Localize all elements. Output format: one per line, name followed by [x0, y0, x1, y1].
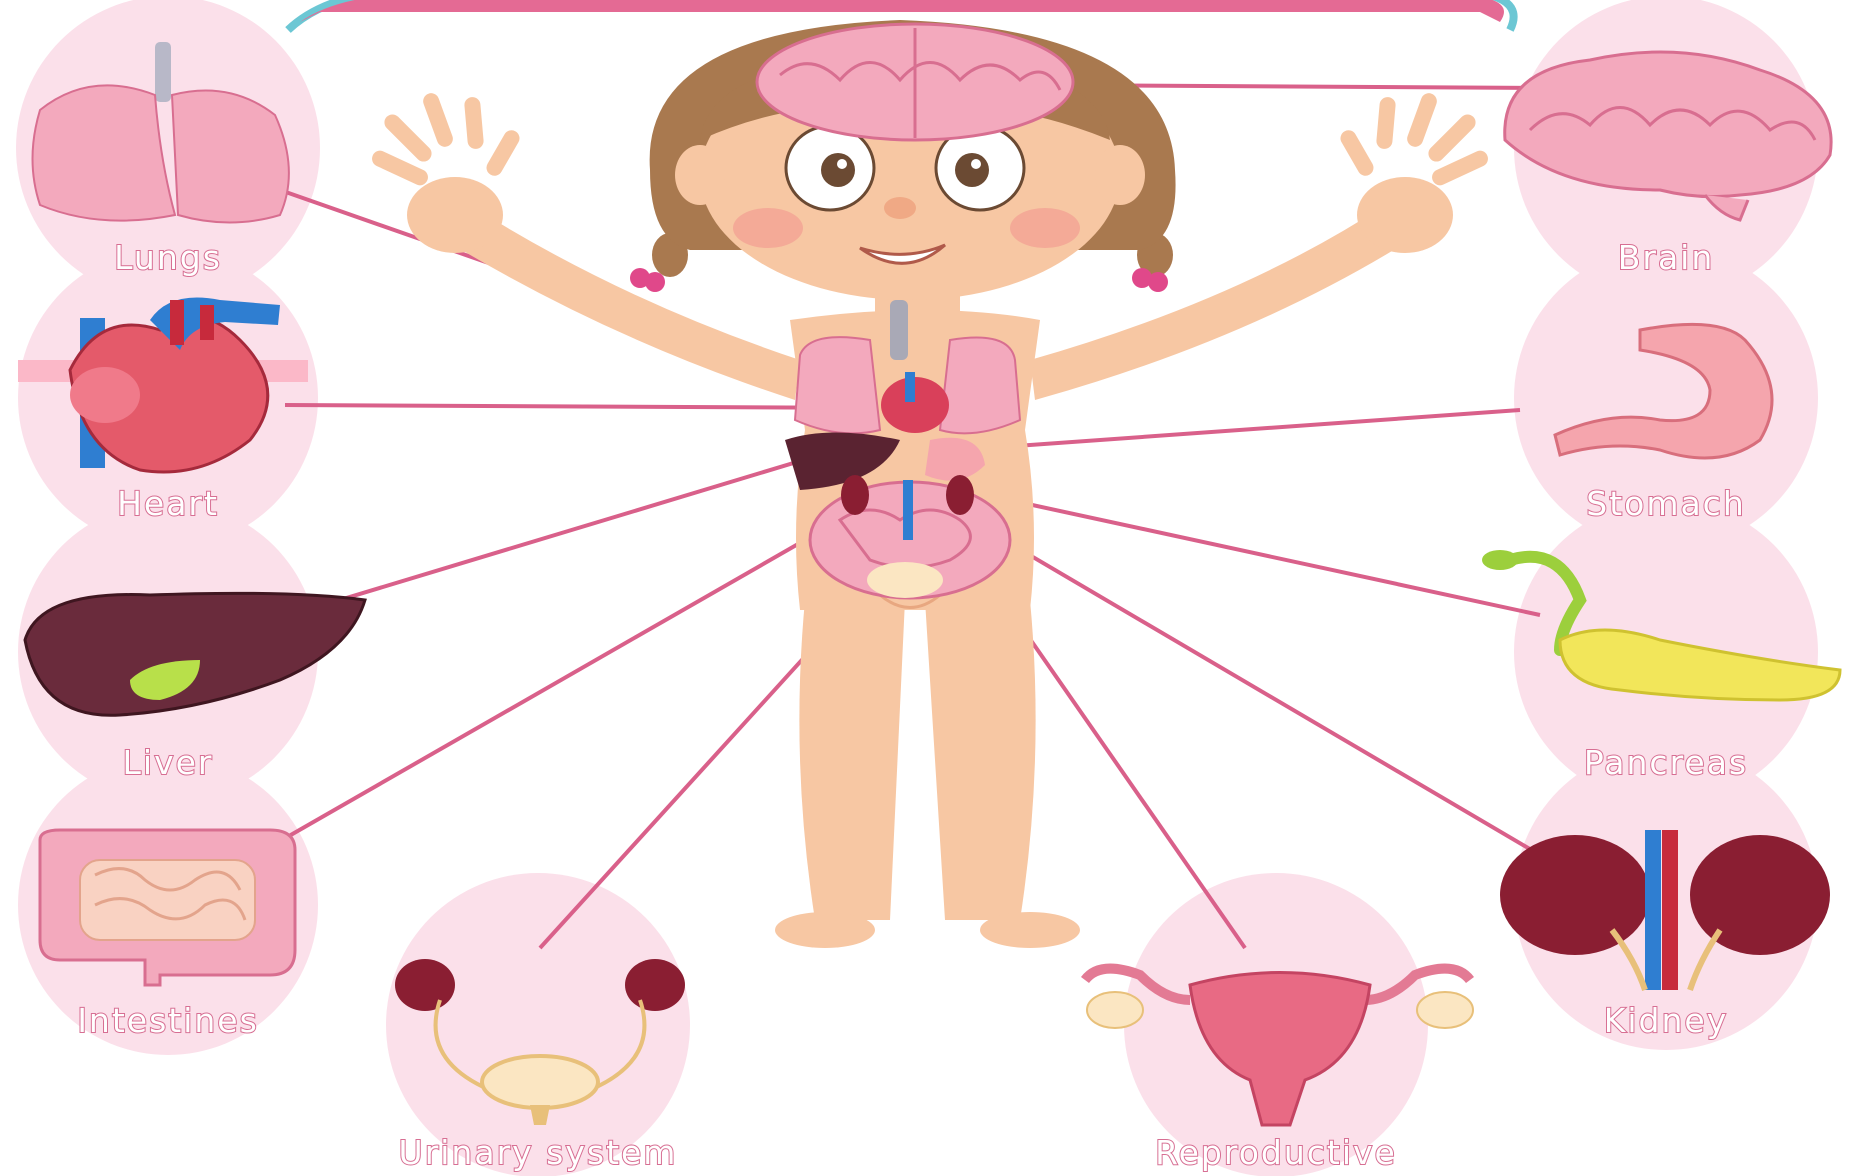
- connector-intestines: [282, 520, 840, 840]
- label-liver: Liver: [123, 746, 214, 779]
- right-pupil: [955, 153, 989, 187]
- label-intestines: Intestines: [77, 1004, 259, 1037]
- internal-bladder: [867, 562, 943, 598]
- right-foot: [980, 912, 1080, 948]
- label-brain: Brain: [1618, 241, 1715, 274]
- right-cheek: [1010, 208, 1080, 248]
- internal-kidney-right: [946, 475, 974, 515]
- left-cheek: [733, 208, 803, 248]
- label-heart: Heart: [117, 487, 219, 520]
- trachea: [890, 300, 908, 360]
- right-eye-glint: [971, 159, 981, 169]
- label-reproductive: Reproductive: [1155, 1136, 1397, 1169]
- connector-stomach: [960, 410, 1520, 450]
- right-leg: [925, 600, 1036, 920]
- connector-kidney: [970, 520, 1540, 855]
- right-ear: [1095, 145, 1145, 205]
- left-leg: [799, 600, 905, 920]
- label-kidney: Kidney: [1604, 1004, 1729, 1037]
- title-banner: [300, 0, 1504, 22]
- label-urinary-system: Urinary system: [399, 1136, 678, 1169]
- label-lungs: Lungs: [114, 241, 222, 274]
- label-stomach: Stomach: [1586, 487, 1746, 520]
- left-ear: [675, 145, 725, 205]
- liver-icon: [25, 593, 365, 715]
- right-hand: [1338, 91, 1491, 253]
- connector-liver: [300, 455, 820, 612]
- left-eye-glint: [837, 159, 847, 169]
- left-pupil: [821, 153, 855, 187]
- nose: [884, 197, 916, 219]
- internal-lungs: [795, 337, 880, 433]
- internal-kidney-left: [841, 475, 869, 515]
- left-foot: [775, 912, 875, 948]
- label-pancreas: Pancreas: [1584, 746, 1748, 779]
- girl-figure: [369, 20, 1490, 948]
